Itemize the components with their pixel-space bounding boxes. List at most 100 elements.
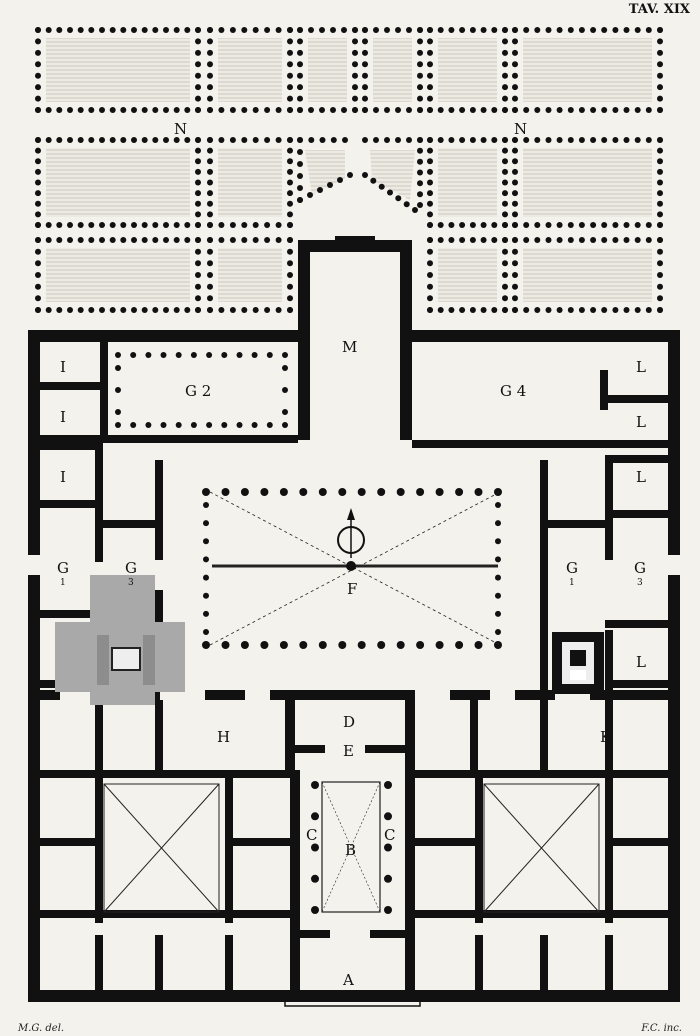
label-g3-left-sub: 3 (128, 578, 134, 588)
wall (225, 935, 233, 990)
tree (120, 107, 127, 113)
column (435, 488, 444, 496)
tree (131, 27, 137, 33)
tree (120, 237, 127, 243)
tree (512, 137, 518, 143)
tree (491, 137, 498, 143)
column (202, 641, 210, 649)
wall (40, 910, 290, 918)
tree (427, 61, 433, 68)
tree (287, 158, 293, 165)
tree (120, 27, 127, 33)
column (260, 488, 269, 496)
tree (287, 38, 293, 45)
tree (512, 200, 518, 207)
garden-bed (207, 137, 293, 228)
tree (287, 84, 293, 91)
label-g1-left-sub: 1 (60, 578, 66, 588)
column (203, 574, 209, 581)
tree (241, 107, 248, 113)
tree (634, 137, 641, 143)
tree (417, 137, 423, 143)
tree (469, 307, 476, 313)
tree (459, 237, 466, 243)
tree (373, 107, 379, 113)
tree (131, 222, 137, 228)
column (311, 843, 319, 852)
tree (287, 168, 293, 175)
tree (523, 222, 530, 228)
wall (410, 330, 680, 342)
tree (657, 307, 663, 313)
tree (229, 107, 236, 113)
tree (109, 107, 116, 113)
tree (502, 211, 508, 218)
column (203, 610, 209, 617)
tree (512, 260, 518, 267)
column (317, 993, 325, 1001)
tree (657, 107, 663, 113)
tree (207, 190, 213, 197)
tree (590, 222, 597, 228)
column (266, 422, 273, 428)
tree (287, 107, 293, 113)
label-d: D (343, 713, 355, 731)
column (190, 352, 197, 358)
tree (427, 72, 433, 79)
column (175, 352, 182, 358)
tree (645, 107, 652, 113)
wall (290, 930, 300, 1000)
tree (567, 237, 574, 243)
column (279, 641, 288, 649)
tree (502, 72, 508, 79)
wall (40, 382, 100, 390)
tree (67, 307, 73, 313)
tree (195, 190, 201, 197)
column (495, 556, 501, 563)
tree (275, 137, 282, 143)
tree (264, 307, 271, 313)
column (495, 610, 501, 617)
tree (502, 107, 508, 113)
tree (241, 137, 248, 143)
tree (657, 190, 663, 197)
column (221, 352, 228, 358)
tree (297, 161, 303, 167)
wall (28, 330, 40, 1000)
tree (502, 190, 508, 197)
tree (35, 190, 41, 197)
tree (427, 200, 433, 207)
tree (109, 27, 116, 33)
tree (534, 237, 541, 243)
wall (590, 690, 668, 700)
tree (623, 27, 630, 33)
tree (77, 237, 84, 243)
wall (605, 620, 668, 628)
label-l-2: L (636, 413, 646, 431)
tree (163, 222, 169, 228)
wall (40, 838, 95, 846)
tree (207, 200, 213, 207)
garden (35, 27, 663, 313)
tree (406, 137, 412, 143)
wall (405, 930, 415, 1000)
bed-hatch (308, 38, 347, 102)
tree (578, 137, 585, 143)
column (383, 993, 391, 1001)
column (282, 422, 288, 428)
tree (67, 237, 73, 243)
tree (502, 147, 508, 154)
tree (612, 27, 619, 33)
tree (502, 295, 508, 302)
tree (131, 137, 137, 143)
label-h: H (217, 728, 230, 746)
tree (491, 107, 498, 113)
tree (623, 137, 630, 143)
tree (207, 272, 213, 278)
column (384, 812, 392, 821)
column (396, 641, 405, 649)
tree (275, 237, 282, 243)
column (115, 352, 121, 358)
wall (95, 700, 103, 770)
tree (45, 27, 52, 33)
